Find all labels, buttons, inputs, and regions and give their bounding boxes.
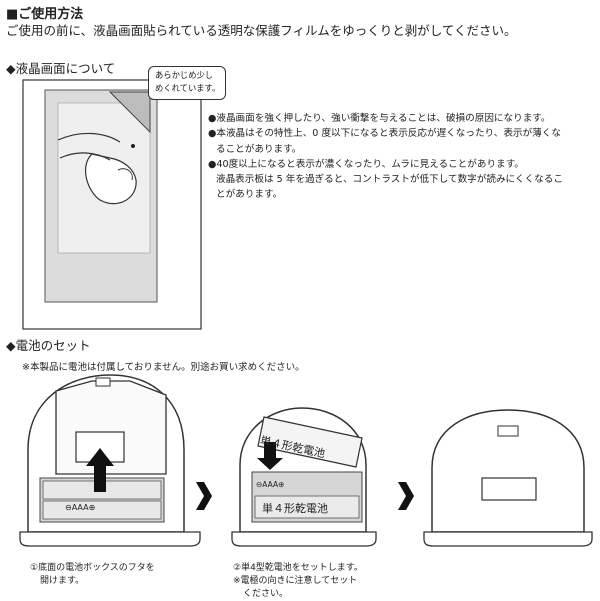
lcd-cautions: ●液晶画面を強く押したり、強い衝撃を与えることは、破損の原因になります。 ●本液… [208, 111, 598, 203]
battery-heading: ◆電池のセット [6, 338, 91, 353]
step2-caption: ②単4型乾電池をセットします。 ※電極の向きに注意してセット ください。 [233, 562, 363, 601]
usage-title: ■ご使用方法 [6, 7, 84, 22]
step1-caption-line: 開けます。 [40, 576, 85, 586]
caution-line: とがあります。 [216, 189, 283, 201]
battery-label-set: 単４形乾電池 [262, 502, 328, 515]
bubble-line-1: あらかじめ少し [155, 70, 214, 80]
step2-caption-line: ください。 [243, 589, 289, 599]
bubble-line-2: めくれています。 [155, 83, 221, 93]
step1-caption: ①底面の電池ボックスのフタを 開けます。 [30, 562, 155, 588]
usage-instruction: ご使用の前に、液晶画面貼られている透明な保護フィルムをゆっくりと剥がしてください… [6, 23, 517, 38]
step2-caption-line: ②単4型乾電池をセットします。 [233, 563, 363, 573]
caution-line: ることがあります。 [216, 143, 302, 155]
step1-caption-line: ①底面の電池ボックスのフタを [30, 563, 155, 573]
step2-caption-line: ※電極の向きに注意してセット [233, 576, 358, 586]
caution-line: 液晶表示板は 5 年を過ぎると、コントラストが低下して数字が読みにくくなるこ [216, 174, 563, 186]
battery-note: ※本製品に電池は付属しておりません。別途お買い求めください。 [22, 362, 305, 373]
caution-line: ●液晶画面を強く押したり、強い衝撃を与えることは、破損の原因になります。 [208, 113, 551, 124]
lcd-heading: ◆液晶画面について [6, 61, 116, 76]
battery-label-small: ⊖AAA⊕ [65, 503, 96, 512]
peel-note-bubble: あらかじめ少し めくれています。 [148, 66, 226, 100]
caution-line: ●本液晶はその特性上、0 度以下になると表示反応が遅くなったり、表示が薄くな [208, 128, 561, 140]
caution-line: ●40度以上になると表示が濃くなったり、ムラに見えることがあります。 [208, 158, 524, 170]
battery-label-small: ⊖AAA⊕ [256, 480, 285, 489]
